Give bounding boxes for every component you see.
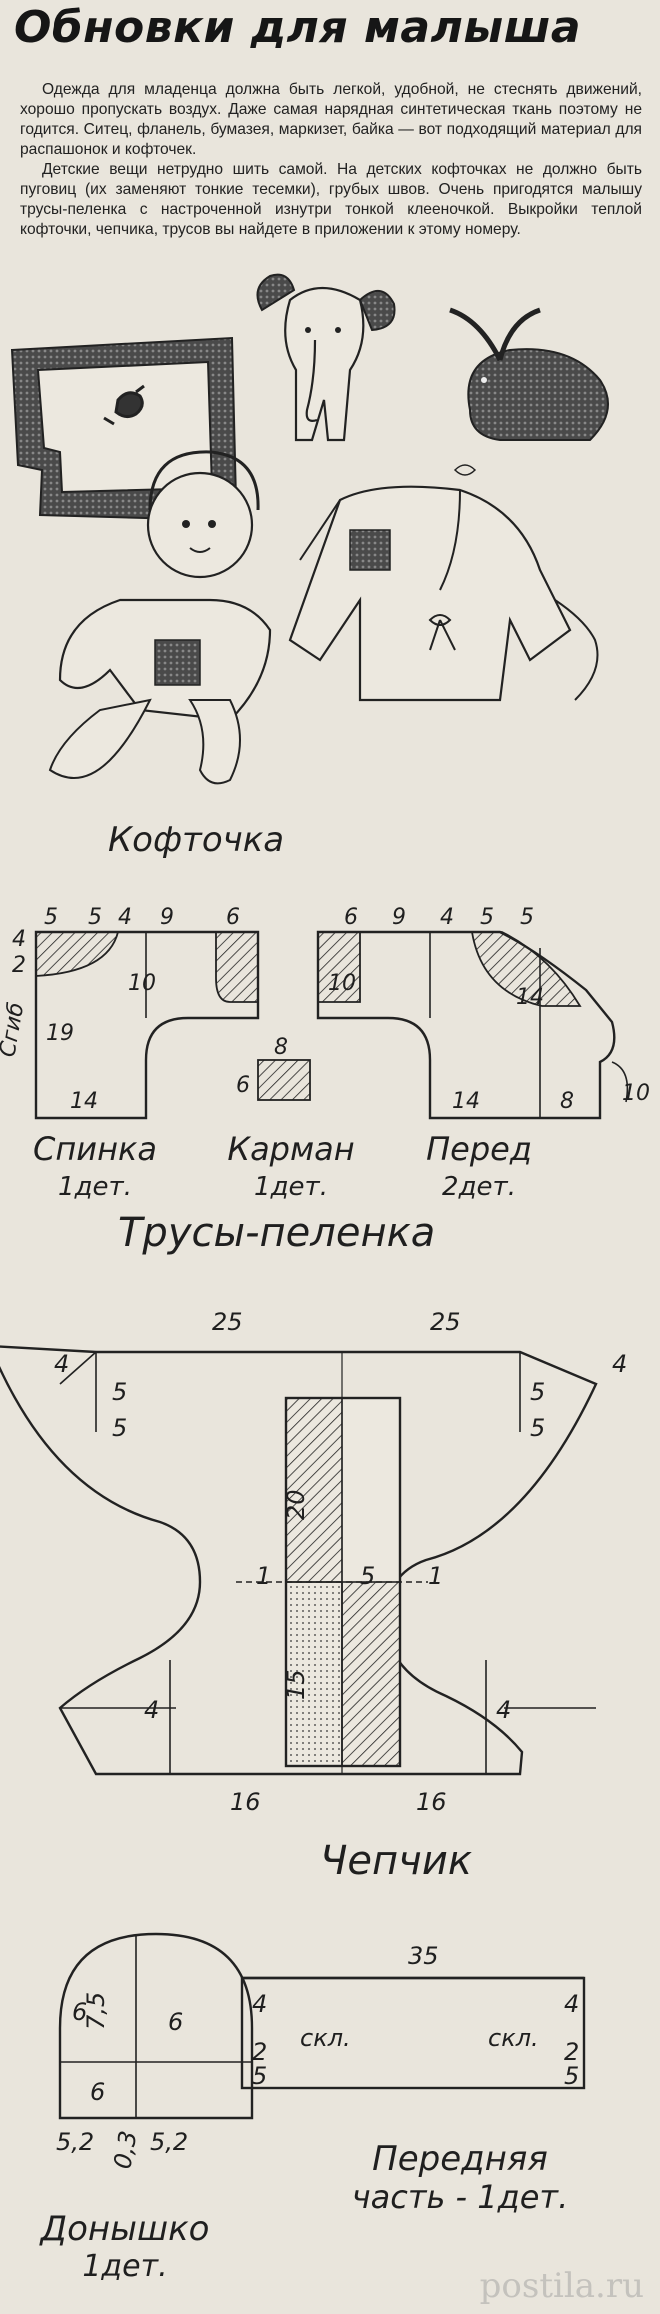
dim: 6 <box>344 905 358 930</box>
dim: 2 <box>564 2038 579 2066</box>
dim: 5,2 <box>56 2128 94 2156</box>
dim: 7,5 <box>82 1992 110 2030</box>
chepchik-pattern <box>58 1932 586 2120</box>
dim: 4 <box>440 905 454 930</box>
dim: 6 <box>90 2078 105 2106</box>
dim: 16 <box>416 1788 447 1816</box>
dim: 4 <box>118 905 132 930</box>
dim: 5,2 <box>150 2128 188 2156</box>
dim: 15 <box>282 1669 310 1700</box>
framed-picture <box>10 336 238 522</box>
dim: 4 <box>54 1350 69 1378</box>
dim: 5 <box>360 1562 375 1590</box>
dim: 6 <box>226 905 240 930</box>
dim: 14 <box>70 1089 98 1114</box>
intro-paragraph: Одежда для младенца должна быть легкой, … <box>20 81 642 158</box>
dim: 2 <box>252 2038 267 2066</box>
dim: 1 <box>428 1562 443 1590</box>
dim: 5 <box>530 1414 545 1442</box>
front-part-count: часть - 1дет. <box>351 2178 569 2216</box>
front-part-name: Передняя <box>372 2139 548 2179</box>
watermark: postila.ru <box>479 2266 644 2306</box>
dim: 10 <box>328 971 356 996</box>
dim: 4 <box>496 1696 511 1724</box>
dim: 9 <box>160 905 174 930</box>
bottom-piece-label: Донышко 1дет. <box>10 2210 240 2286</box>
bottom-label: Донышко <box>40 2209 210 2249</box>
dim: 2 <box>12 953 26 978</box>
pocket-label: Карман <box>227 1130 355 1168</box>
dim: 5 <box>520 905 534 930</box>
dim: 35 <box>408 1942 439 1970</box>
dim: 4 <box>144 1696 159 1724</box>
article-title: Обновки для малыша <box>14 2 582 53</box>
jacket-drawing <box>288 485 599 702</box>
chepchik-heading: Чепчик <box>320 1838 472 1884</box>
dim: 19 <box>46 1021 74 1046</box>
dim: 6 <box>236 1073 250 1098</box>
dim: 5 <box>252 2062 267 2090</box>
front-label: Перед <box>426 1130 532 1168</box>
trusy-pattern <box>0 1345 598 1776</box>
dim: 4 <box>612 1350 627 1378</box>
dim: 5 <box>480 905 494 930</box>
dim: 25 <box>212 1308 243 1336</box>
back-label: Спинка <box>33 1130 157 1168</box>
dim: 9 <box>392 905 406 930</box>
dim: 5 <box>112 1378 127 1406</box>
dim: 1 <box>256 1562 271 1590</box>
dim: 5 <box>88 905 102 930</box>
dim: 4 <box>252 1990 267 2018</box>
fold-note: скл. <box>300 2024 351 2052</box>
dim: 4 <box>12 927 26 952</box>
baby-figure <box>48 450 272 785</box>
dim: 5 <box>112 1414 127 1442</box>
dim: 5 <box>564 2062 579 2090</box>
rabbit-toy <box>449 307 609 476</box>
dim: 14 <box>516 985 544 1010</box>
kofta-heading: Кофточка <box>108 820 285 860</box>
front-part-label: Передняя часть - 1дет. <box>300 2140 620 2216</box>
dim: 6 <box>168 2008 183 2036</box>
article-intro: Одежда для младенца должна быть легкой, … <box>20 80 642 240</box>
fold-note: скл. <box>488 2024 539 2052</box>
front-count: 2дет. <box>442 1172 516 1202</box>
back-count: 1дет. <box>58 1172 132 1202</box>
elephant-toy <box>256 273 396 442</box>
dim: 10 <box>622 1081 650 1106</box>
dim: 5 <box>530 1378 545 1406</box>
dim: 10 <box>128 971 156 996</box>
dim: 8 <box>560 1089 574 1114</box>
front-piece-label: Перед 2дет. <box>404 1130 554 1206</box>
trusy-heading: Трусы-пеленка <box>118 1210 436 1256</box>
intro-paragraph: Детские вещи нетрудно шить самой. На дет… <box>20 161 642 238</box>
bottom-count: 1дет. <box>82 2249 168 2284</box>
dim: 20 <box>282 1489 310 1520</box>
dim: 16 <box>230 1788 261 1816</box>
dim: 8 <box>274 1035 288 1060</box>
dim: 25 <box>430 1308 461 1336</box>
dim: 5 <box>44 905 58 930</box>
dim: 6 <box>72 1998 87 2026</box>
dim: 4 <box>564 1990 579 2018</box>
pocket-piece-label: Карман 1дет. <box>216 1130 366 1206</box>
dim: 14 <box>452 1089 480 1114</box>
pocket-count: 1дет. <box>254 1172 328 1202</box>
back-piece-label: Спинка 1дет. <box>20 1130 170 1206</box>
kofta-pattern <box>34 930 629 1120</box>
dim: 0,3 <box>108 2129 142 2171</box>
